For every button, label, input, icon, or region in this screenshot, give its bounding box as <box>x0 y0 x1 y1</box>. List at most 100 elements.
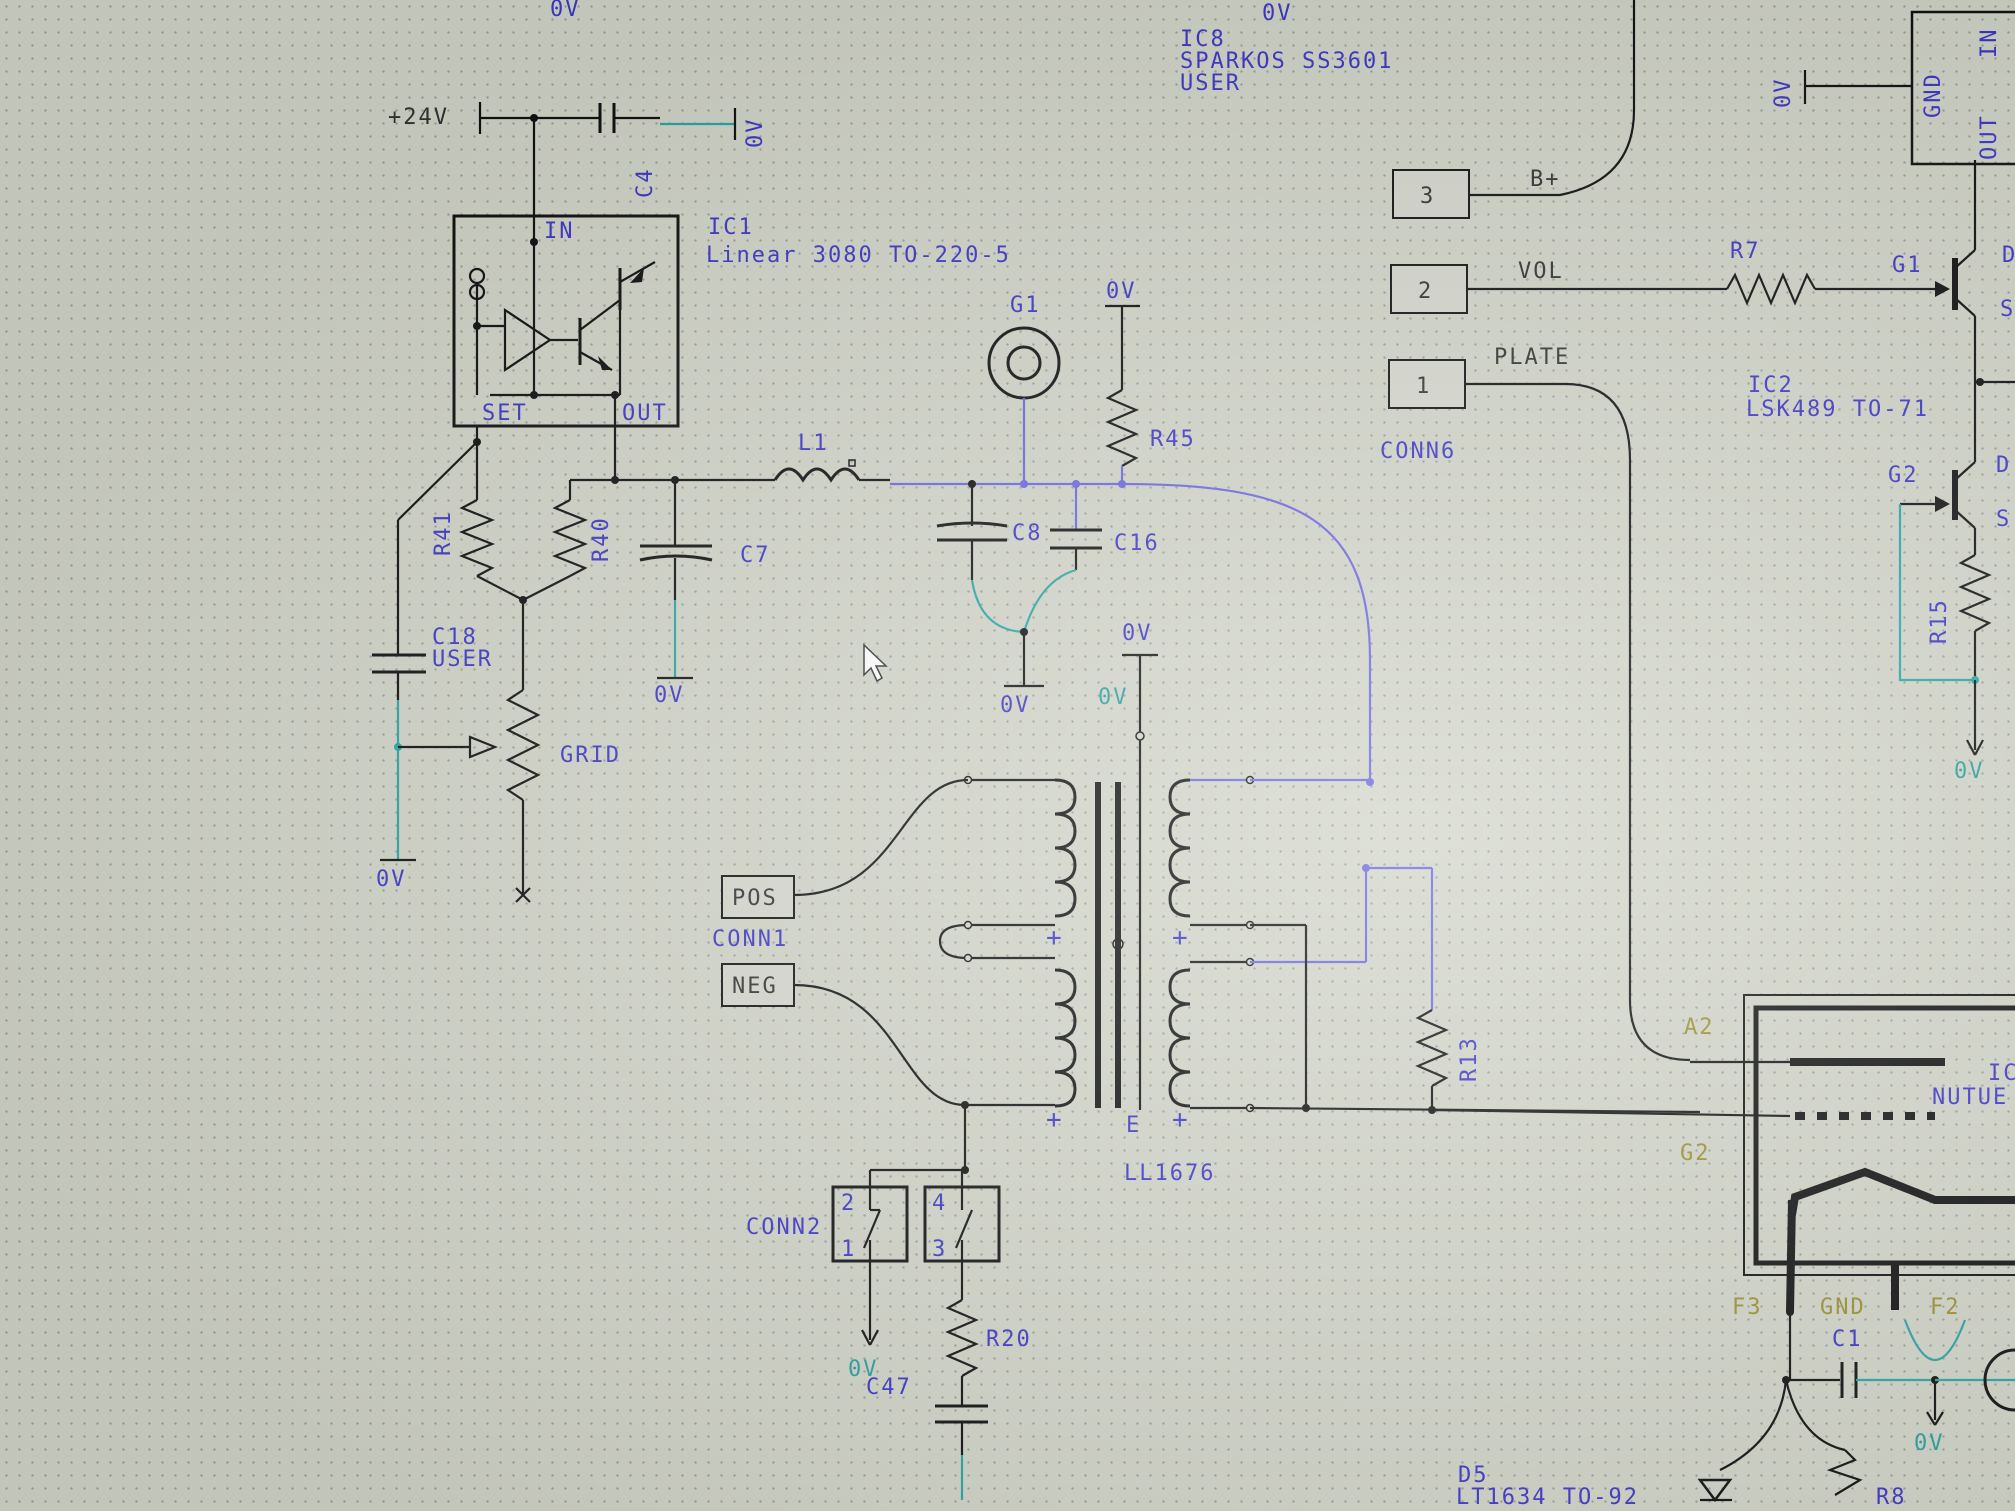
ov-c8-label: 0V <box>1000 693 1031 718</box>
ic8-part-label: SPARKOS SS3601 <box>1180 49 1393 74</box>
tube-ref-label: IC <box>1988 1061 2015 1086</box>
c7-capacitor[interactable] <box>639 480 713 680</box>
r41-label: R41 <box>431 510 456 556</box>
conn1-label: CONN1 <box>712 927 788 952</box>
r45-label: R45 <box>1150 427 1196 452</box>
conn2-switch[interactable] <box>831 1105 1001 1315</box>
gnd-label: GND <box>1820 1295 1866 1320</box>
c8-label: C8 <box>1012 521 1043 546</box>
r20-label: R20 <box>986 1327 1032 1352</box>
ov-top-left-label: 0V <box>550 0 581 22</box>
c1-label: C1 <box>1832 1327 1863 1352</box>
r13-label: R13 <box>1457 1036 1482 1082</box>
grid-potentiometer[interactable] <box>398 600 541 903</box>
c18-user-label: USER <box>432 647 493 672</box>
right-d2-label: D <box>1996 453 2011 478</box>
c47-label: C47 <box>866 1375 912 1400</box>
r40-label: R40 <box>589 516 614 562</box>
tube-part-label: NUTUE <box>1932 1085 2008 1110</box>
conn6-pin2-label: 2 <box>1418 279 1433 304</box>
plus24v-label: +24V <box>388 105 449 130</box>
plus-marker: + <box>1046 923 1064 953</box>
r41-resistor[interactable] <box>459 442 524 601</box>
ov-r15-label: 0V <box>1954 759 1985 784</box>
ic1-out-label: OUT <box>622 401 668 426</box>
plus-marker: + <box>1172 923 1190 953</box>
g1-connector-label: G1 <box>1010 293 1041 318</box>
nutube-tube[interactable] <box>1431 994 2015 1313</box>
l1-inductor[interactable] <box>773 459 890 483</box>
reg-out-label: OUT <box>1977 114 2002 160</box>
conn6-pin3-label: 3 <box>1420 184 1435 209</box>
r13-resistor[interactable] <box>1366 866 1449 1110</box>
right-d1-label: D <box>2002 243 2015 268</box>
neg-connector[interactable] <box>721 963 966 1107</box>
conn2-label: CONN2 <box>746 1215 822 1240</box>
ov-top-mid-label: 0V <box>1262 1 1293 26</box>
grid-label: GRID <box>560 743 621 768</box>
f3-label: F3 <box>1732 1295 1763 1320</box>
conn6-connector[interactable] <box>1388 0 1727 1062</box>
ov-xfmr-top-label: 0V <box>1122 621 1153 646</box>
vol-label: VOL <box>1518 259 1564 284</box>
l1-label: L1 <box>798 431 829 456</box>
ov-xfmr-teal-label: 0V <box>1098 685 1129 710</box>
ov-conn2-label: 0V <box>848 1357 879 1382</box>
c18-capacitor[interactable] <box>372 640 426 862</box>
c8-capacitor[interactable] <box>936 484 1025 634</box>
f2-label: F2 <box>1930 1295 1961 1320</box>
d5-label: D5 <box>1458 1463 1489 1488</box>
ic1-regulator[interactable] <box>452 214 680 480</box>
neg-label: NEG <box>732 974 778 999</box>
ov-r45-label: 0V <box>1106 279 1137 304</box>
ic8-ref-label: IC8 <box>1180 27 1226 52</box>
d5-reference[interactable] <box>1697 1379 1788 1503</box>
sw-1-label: 1 <box>841 1237 856 1262</box>
bplus-label: B+ <box>1530 167 1561 192</box>
pos-label: POS <box>732 886 778 911</box>
r15-label: R15 <box>1927 598 1952 644</box>
conn6-pin1-label: 1 <box>1416 374 1431 399</box>
ic2-g2-label: G2 <box>1888 463 1919 488</box>
r15-resistor[interactable] <box>1898 504 1992 756</box>
g1-connector[interactable] <box>987 326 1061 484</box>
ic2-g1-label: G1 <box>1892 253 1923 278</box>
pos-connector[interactable] <box>721 778 969 919</box>
ic2-jfet-pair[interactable] <box>1900 160 2015 555</box>
r40-resistor[interactable] <box>519 478 615 604</box>
right-s1-label: S <box>2000 297 2015 322</box>
ic2-ref-label: IC2 <box>1748 373 1794 398</box>
ic1-set-label: SET <box>482 401 528 426</box>
d5-part-label: LT1634 TO-92 <box>1456 1485 1639 1510</box>
ll1676-label: LL1676 <box>1124 1161 1215 1186</box>
sw-2-label: 2 <box>841 1191 856 1216</box>
a2-label: A2 <box>1684 1015 1715 1040</box>
plate-net-curve <box>1121 482 1372 782</box>
plus-marker: + <box>1172 1105 1190 1135</box>
ov-c4-label: 0V <box>743 118 768 149</box>
set-wire <box>397 441 478 521</box>
plus-marker: + <box>1046 1105 1064 1135</box>
c18-label: C18 <box>432 625 478 650</box>
c4-capacitor[interactable] <box>478 102 737 242</box>
right-s2-label: S <box>1996 507 2011 532</box>
c4-label: C4 <box>633 168 658 199</box>
voltage-regulator[interactable] <box>1803 10 2015 166</box>
r7-resistor[interactable] <box>1726 272 1950 306</box>
c16-label: C16 <box>1114 531 1160 556</box>
ov-grid-label: 0V <box>376 867 407 892</box>
plate-label: PLATE <box>1494 345 1570 370</box>
conn6-label: CONN6 <box>1380 439 1456 464</box>
r20-resistor[interactable] <box>945 1299 979 1406</box>
r8-resistor[interactable] <box>1784 1379 1863 1496</box>
c16-capacitor[interactable] <box>1022 484 1102 633</box>
r8-label: R8 <box>1876 1485 1907 1510</box>
c47-capacitor[interactable] <box>935 1404 988 1500</box>
r7-label: R7 <box>1730 239 1761 264</box>
c1-capacitor[interactable] <box>1782 1308 2015 1426</box>
sw-4-label: 4 <box>932 1191 947 1216</box>
ll1676-transformer[interactable] <box>938 653 1701 1114</box>
r45-resistor[interactable] <box>1105 304 1140 484</box>
